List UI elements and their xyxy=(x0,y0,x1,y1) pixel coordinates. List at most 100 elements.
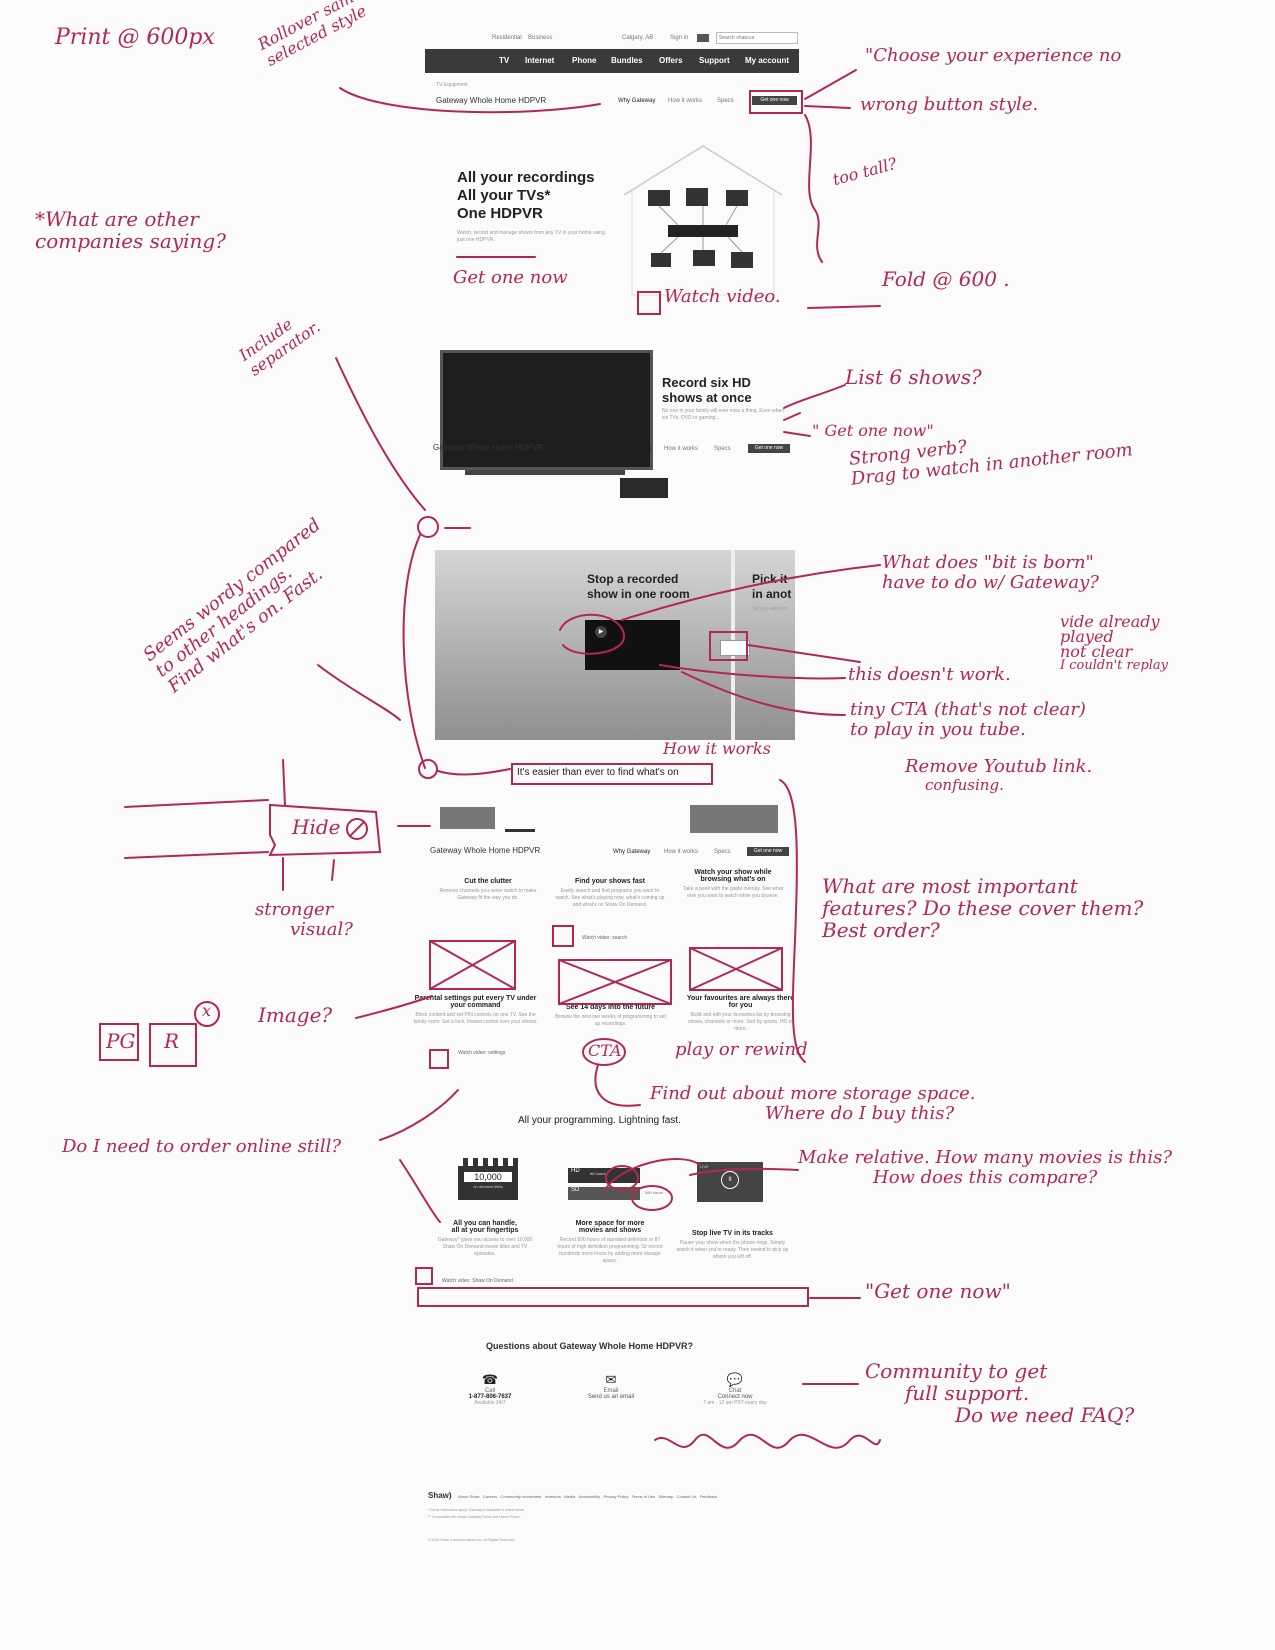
feature-thumbnail-bar xyxy=(505,829,535,832)
get-one-now-button[interactable]: Get one now xyxy=(752,96,797,105)
subnav-how-it-works[interactable]: How it works xyxy=(668,98,703,104)
note-tiny-cta: tiny CTA (that's not clear)to play in yo… xyxy=(850,699,1086,740)
feature-stop-live: Stop live TV in its tracks Pause your sh… xyxy=(676,1230,789,1260)
house-diagram xyxy=(623,145,783,296)
note-list-shows: List 6 shows? xyxy=(845,365,982,389)
search-input[interactable] xyxy=(716,32,798,44)
note-cta: CTA xyxy=(588,1041,622,1060)
footer-logo[interactable]: Shaw) xyxy=(428,1491,452,1500)
note-make-relative: Make relative. How many movies is this?H… xyxy=(798,1147,1173,1188)
social-icon[interactable] xyxy=(697,34,709,42)
record-subtext: No one in your family will ever miss a t… xyxy=(662,408,784,421)
topbar-business[interactable]: Business xyxy=(528,35,553,41)
feature-14-days: See 14 days into the future Browse the n… xyxy=(555,1004,666,1027)
nav-item-phone[interactable]: Phone xyxy=(572,56,597,65)
footer-link[interactable]: Media xyxy=(564,1494,576,1499)
sticky-subnav-why[interactable]: Why Gateway xyxy=(614,446,652,452)
feature-browse: Watch your show while browsing what's on… xyxy=(683,869,783,899)
footer-link[interactable]: Accessibility xyxy=(578,1494,601,1499)
note-hide: Hide xyxy=(292,815,341,839)
footer-link[interactable]: Careers xyxy=(482,1494,498,1499)
watch-video-settings-link[interactable]: Watch video: settings xyxy=(458,1050,506,1056)
note-image: Image? xyxy=(258,1003,333,1027)
easier-heading: It's easier than ever to find what's on xyxy=(517,767,679,778)
storage-hd-hours: 66 hours xyxy=(590,1171,606,1176)
subnav-why-gateway[interactable]: Why Gateway xyxy=(618,98,656,104)
signin-link[interactable]: Sign in xyxy=(670,35,689,41)
note-remove-youtube: Remove Youtub link.confusing. xyxy=(905,756,1093,794)
sticky-subnav-specs[interactable]: Specs xyxy=(714,446,731,452)
watch-video-search-link[interactable]: Watch video: search xyxy=(582,935,628,941)
note-fold: Fold @ 600 . xyxy=(882,267,1010,291)
questions-heading: Questions about Gateway Whole Home HDPVR… xyxy=(486,1341,694,1351)
features-get-one-now-button[interactable]: Get one now xyxy=(747,847,789,856)
note-pg: PG xyxy=(106,1029,136,1053)
note-how-it-works: How it works xyxy=(663,739,771,758)
note-print-size: Print @ 600px xyxy=(55,25,215,50)
play-icon[interactable]: ▶ xyxy=(595,626,607,638)
note-x: x xyxy=(202,1001,212,1020)
hdpvr-box-image xyxy=(620,478,668,498)
feature-parental: Parental settings put every TV under you… xyxy=(413,995,538,1025)
note-get-one-now-2: " Get one now" xyxy=(812,421,934,440)
nav-item-support[interactable]: Support xyxy=(699,56,730,65)
features-subnav-specs[interactable]: Specs xyxy=(714,849,731,855)
nav-item-offers[interactable]: Offers xyxy=(659,56,683,65)
footer-link[interactable]: Privacy Policy xyxy=(603,1494,629,1499)
footer-note-1: * Some restrictions apply. Gateway is av… xyxy=(428,1508,526,1512)
feature-cut-clutter: Cut the clutter Remove channels you neve… xyxy=(439,878,537,901)
sticky-get-one-now-button[interactable]: Get one now xyxy=(748,444,790,453)
note-play-rewind: play or rewind xyxy=(675,1039,808,1060)
footer-link[interactable]: Sitemap xyxy=(658,1494,674,1499)
contact-call[interactable]: ☎ Call 1-877-806-7637 Available 24/7 xyxy=(450,1372,530,1406)
sticky-product-title: Gateway Whole Home HDPVR xyxy=(433,443,544,452)
pause-icon: II xyxy=(721,1171,739,1189)
note-doesnt-work: this doesn't work. xyxy=(848,664,1011,685)
drag-handle[interactable] xyxy=(720,640,750,656)
footer-link[interactable]: Terms of Use xyxy=(631,1494,656,1499)
nav-item-my-account[interactable]: My account xyxy=(745,56,790,65)
features-subnav-why[interactable]: Why Gateway xyxy=(613,849,651,855)
location-selector[interactable]: Calgary, AB xyxy=(622,35,654,41)
breadcrumb[interactable]: TV Equipment xyxy=(436,82,468,88)
note-get-one-now-3: "Get one now" xyxy=(865,1279,1011,1303)
hero-subtext: Watch, record and manage shows from any … xyxy=(457,230,605,243)
features-product-title: Gateway Whole Home HDPVR xyxy=(430,846,541,855)
sticky-subnav-how[interactable]: How it works xyxy=(664,446,699,452)
nav-item-tv[interactable]: TV xyxy=(499,56,510,65)
copyright: © 2015 Shaw Communications Inc. All Righ… xyxy=(428,1538,516,1542)
feature-find-shows: Find your shows fast Easily search and f… xyxy=(555,878,665,908)
footer-note-2: ** Compatible with Shaw Gateway Portal a… xyxy=(428,1515,521,1519)
footer-link[interactable]: About Shaw xyxy=(458,1494,480,1499)
footer-link[interactable]: Feedback xyxy=(699,1494,718,1499)
nav-item-bundles[interactable]: Bundles xyxy=(611,56,643,65)
pick-heading: Pick it in anot xyxy=(752,572,792,601)
contact-email[interactable]: ✉ Email Send us an email xyxy=(571,1372,651,1400)
feature-thumbnail-right xyxy=(690,805,778,833)
feature-favourites: Your favourites are always there for you… xyxy=(686,995,795,1032)
note-choose-experience: "Choose your experience no xyxy=(865,45,1122,66)
topbar-residential[interactable]: Residential xyxy=(492,35,522,41)
note-order-online: Do I need to order online still? xyxy=(62,1136,341,1157)
features-subnav-how[interactable]: How it works xyxy=(664,849,699,855)
tv-stand xyxy=(465,470,625,475)
contact-chat[interactable]: 💬 Chat Connect now 7 am - 12 am PST ever… xyxy=(693,1372,777,1406)
prohibited-icon xyxy=(346,818,368,840)
envelope-icon: ✉ xyxy=(605,1372,617,1387)
footer-link[interactable]: Contact Us xyxy=(676,1494,697,1499)
clapperboard-icon: 10,000 on demand titles xyxy=(458,1158,518,1200)
phone-icon: ☎ xyxy=(481,1372,499,1387)
footer-link[interactable]: Investors xyxy=(544,1494,561,1499)
note-storage: Find out about more storage space.Where … xyxy=(650,1083,976,1124)
feature-on-demand: All you can handle,all at your fingertip… xyxy=(437,1220,533,1257)
programming-heading: All your programming. Lightning fast. xyxy=(518,1115,681,1126)
footer-link[interactable]: Community Investment xyxy=(500,1494,542,1499)
subnav-specs[interactable]: Specs xyxy=(717,98,734,104)
watch-video-ondemand-link[interactable]: Watch video: Shaw On Demand xyxy=(442,1278,513,1284)
nav-item-internet[interactable]: Internet xyxy=(525,56,555,65)
record-heading: Record six HD shows at once xyxy=(662,375,752,405)
